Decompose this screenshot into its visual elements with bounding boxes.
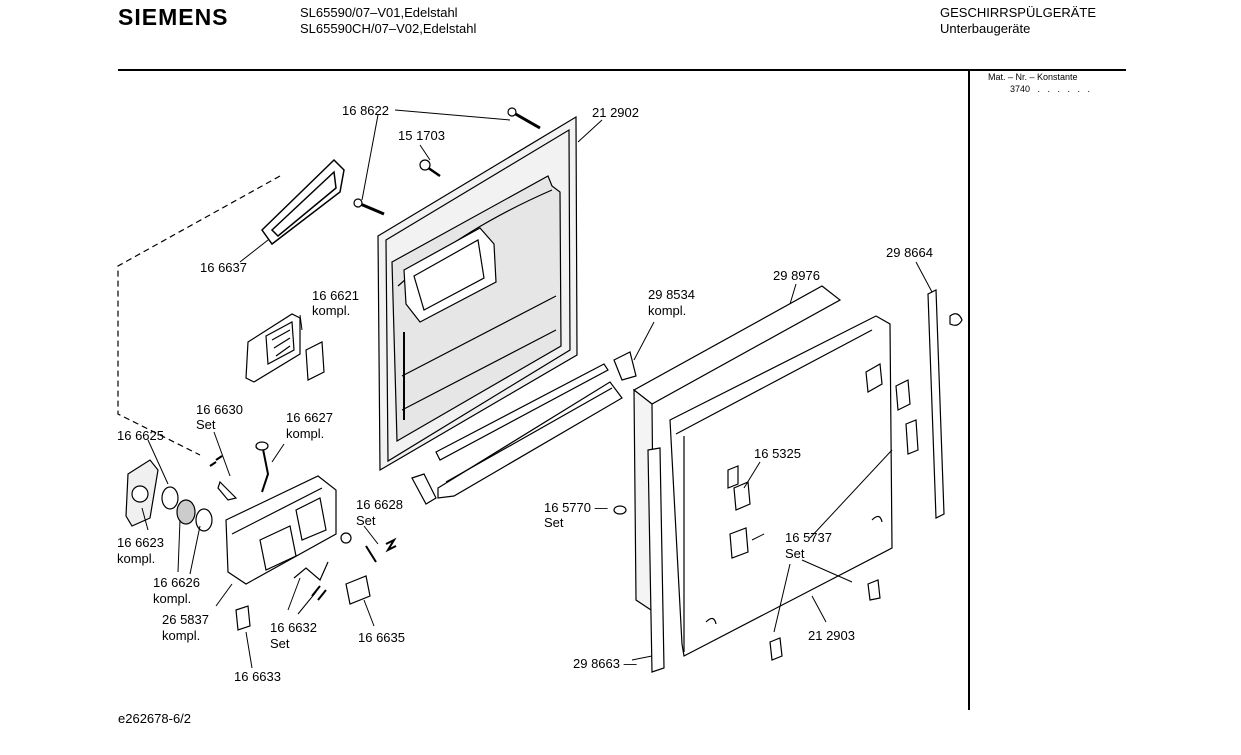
part-note: Set [196, 417, 216, 432]
svg-text:16 6632: 16 6632 [270, 620, 317, 635]
svg-text:kompl.: kompl. [153, 591, 191, 606]
screw-left [353, 198, 385, 216]
part-number: 16 6635 [358, 630, 405, 645]
svg-text:kompl.: kompl. [648, 303, 686, 318]
part-note: kompl. [312, 303, 350, 318]
part-number: 16 6633 [234, 669, 281, 684]
svg-text:kompl.: kompl. [312, 303, 350, 318]
svg-text:kompl.: kompl. [117, 551, 155, 566]
material-value: 3740 . . . . . . [1010, 84, 1091, 94]
category-subtitle: Unterbaugeräte [940, 21, 1031, 36]
svg-text:21 2903: 21 2903 [808, 628, 855, 643]
dashed-guide [117, 175, 281, 456]
bottom-trim [411, 351, 637, 505]
svg-text:16 6637: 16 6637 [200, 260, 247, 275]
svg-text:Set: Set [544, 515, 564, 530]
part-number: 26 5837 [162, 612, 209, 627]
document-code: e262678-6/2 [118, 711, 192, 726]
door-lock-assembly [225, 475, 337, 585]
part-number: 16 6628 [356, 497, 403, 512]
part-note: kompl. [648, 303, 686, 318]
part-number: 16 8622 [342, 103, 389, 118]
svg-text:16 6635: 16 6635 [358, 630, 405, 645]
part-number: 29 8664 [886, 245, 933, 260]
screw-151703 [419, 159, 441, 178]
part-number: 15 1703 [398, 128, 445, 143]
svg-text:kompl.: kompl. [286, 426, 324, 441]
part-number: 16 6625 [117, 428, 164, 443]
part-note: kompl. [153, 591, 191, 606]
dispenser-cover [245, 313, 325, 383]
part-note: Set [356, 513, 376, 528]
svg-text:29 8664: 29 8664 [886, 245, 933, 260]
part-number: 16 5325 [754, 446, 801, 461]
door-back-panel [669, 315, 893, 657]
part-number: 16 6621 [312, 288, 359, 303]
part-number: 16 6623 [117, 535, 164, 550]
part-number: 16 6630 [196, 402, 243, 417]
inner-door-panel [377, 115, 578, 472]
svg-text:Set: Set [196, 417, 216, 432]
part-number: 16 6626 [153, 575, 200, 590]
side-rail-left [647, 447, 665, 673]
screw-top [507, 107, 541, 130]
part-number: 16 6632 [270, 620, 317, 635]
svg-text:16 6627: 16 6627 [286, 410, 333, 425]
part-note: Set [270, 636, 290, 651]
svg-text:16 6628: 16 6628 [356, 497, 403, 512]
svg-text:16 6621: 16 6621 [312, 288, 359, 303]
leader-lines [141, 109, 933, 669]
part-note: kompl. [286, 426, 324, 441]
model-line-1: SL65590/07–V01,Edelstahl [300, 5, 458, 20]
svg-text:16 5737: 16 5737 [785, 530, 832, 545]
part-number: 16 5737 [785, 530, 832, 545]
part-note: Set [544, 515, 564, 530]
svg-text:16 6630: 16 6630 [196, 402, 243, 417]
svg-text:15 1703: 15 1703 [398, 128, 445, 143]
svg-text:16 6626: 16 6626 [153, 575, 200, 590]
brand-logo: SIEMENS [118, 4, 229, 30]
svg-text:26 5837: 26 5837 [162, 612, 209, 627]
part-note: kompl. [117, 551, 155, 566]
svg-text:16 6625: 16 6625 [117, 428, 164, 443]
svg-text:Set: Set [356, 513, 376, 528]
handle-knob [125, 459, 213, 532]
svg-text:29 8663 —: 29 8663 — [573, 656, 637, 671]
part-number: 21 2902 [592, 105, 639, 120]
svg-text:16 5770 —: 16 5770 — [544, 500, 608, 515]
model-line-2: SL65590CH/07–V02,Edelstahl [300, 21, 477, 36]
part-number: 16 6627 [286, 410, 333, 425]
side-divider [968, 70, 970, 710]
dispenser-frame [261, 158, 345, 246]
part-number: 29 8663 — [573, 656, 637, 671]
header-divider [118, 69, 1126, 71]
part-labels: 16 8622 15 1703 21 2902 16 6637 16 6621 … [117, 103, 933, 684]
part-number: 21 2903 [808, 628, 855, 643]
part-note: Set [785, 546, 805, 561]
svg-text:16 5325: 16 5325 [754, 446, 801, 461]
svg-text:Set: Set [785, 546, 805, 561]
svg-text:kompl.: kompl. [162, 628, 200, 643]
category-title: GESCHIRRSPÜLGERÄTE [940, 5, 1097, 20]
svg-text:Set: Set [270, 636, 290, 651]
svg-text:21 2902: 21 2902 [592, 105, 639, 120]
part-number: 16 6637 [200, 260, 247, 275]
svg-text:16 8622: 16 8622 [342, 103, 389, 118]
svg-text:29 8976: 29 8976 [773, 268, 820, 283]
bracket-parts [613, 379, 919, 661]
small-parts [209, 441, 397, 631]
side-rail-right [927, 289, 963, 519]
svg-text:16 6623: 16 6623 [117, 535, 164, 550]
part-number: 29 8534 [648, 287, 695, 302]
svg-text:16 6633: 16 6633 [234, 669, 281, 684]
part-number: 16 5770 — [544, 500, 608, 515]
material-heading: Mat. – Nr. – Konstante [988, 72, 1078, 82]
part-number: 29 8976 [773, 268, 820, 283]
part-note: kompl. [162, 628, 200, 643]
svg-text:29 8534: 29 8534 [648, 287, 695, 302]
